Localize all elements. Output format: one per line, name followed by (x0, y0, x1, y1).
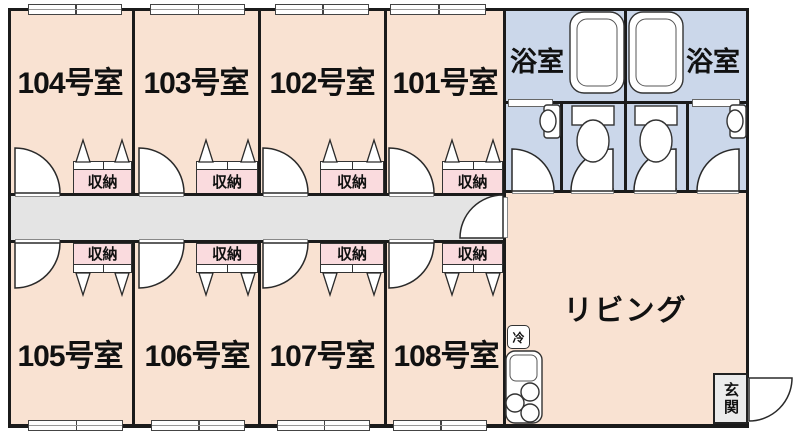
doorway-103 (139, 191, 184, 197)
closet-door-105 (73, 264, 132, 273)
closet-label: 収納 (87, 245, 118, 263)
closet-label: 収納 (211, 245, 242, 263)
room-label-106: 106号室 (144, 340, 250, 373)
doorway-101 (389, 191, 434, 197)
wall-stall3-4 (686, 101, 689, 193)
wall-outer-bottom (8, 424, 749, 428)
wall-outer-top (8, 8, 749, 11)
doorway-stall1 (512, 188, 554, 194)
window-101 (390, 4, 486, 15)
doorway-106 (139, 239, 184, 245)
window-106 (151, 420, 245, 431)
doorway-102 (263, 191, 308, 197)
closet-label: 収納 (336, 245, 367, 263)
doorway-stall4 (697, 188, 739, 194)
doorway-stall2 (571, 188, 614, 194)
wall-corridor-top (8, 193, 506, 196)
window-105 (28, 420, 123, 431)
window-107 (277, 420, 370, 431)
closet-door-106 (196, 264, 258, 273)
wall-107-108 (384, 240, 387, 424)
doorway-stall3 (634, 188, 677, 194)
living-label: リビング (563, 295, 688, 327)
room-label-105: 105号室 (17, 340, 123, 373)
bath-label-left: 浴室 (510, 46, 564, 77)
wall-bath-divider (624, 10, 627, 193)
room-label-108: 108号室 (393, 340, 499, 373)
wall-105-106 (132, 240, 135, 424)
doorway-105 (15, 239, 60, 245)
entrance-label: 玄関 (713, 373, 748, 424)
window-108 (393, 420, 487, 431)
room-label-104: 104号室 (17, 67, 123, 100)
closet-label: 収納 (211, 174, 242, 191)
room-label-102: 102号室 (269, 67, 375, 100)
closet-door-107 (320, 264, 384, 273)
door-arc-entrance (748, 377, 793, 422)
closet-label: 収納 (336, 174, 367, 191)
closet-label: 収納 (457, 174, 488, 191)
corridor (11, 196, 503, 240)
window-104 (28, 4, 122, 15)
bath-left-sliding-door (508, 99, 553, 107)
wall-106-107 (258, 240, 261, 424)
closet-101 (442, 169, 503, 194)
bath-right-sliding-door (692, 99, 740, 107)
doorway-104 (15, 191, 60, 197)
wall-104-103 (132, 10, 135, 196)
wall-103-102 (258, 10, 261, 196)
wall-stall1-2 (560, 101, 563, 193)
doorway-corridor-living (501, 197, 508, 238)
closet-label: 収納 (87, 174, 118, 191)
wall-outer-right (746, 8, 749, 428)
room-label-107: 107号室 (269, 340, 375, 373)
wall-outer-left (8, 8, 11, 428)
room-label-101: 101号室 (392, 67, 498, 100)
wall-102-101 (384, 10, 387, 196)
bath-label-right: 浴室 (686, 46, 740, 77)
room-label-103: 103号室 (143, 67, 249, 100)
window-102 (275, 4, 369, 15)
doorway-107 (263, 239, 308, 245)
window-103 (150, 4, 245, 15)
doorway-108 (389, 239, 434, 245)
refrigerator-icon: 冷 (507, 325, 530, 349)
closet-door-108 (442, 264, 503, 273)
wall-corridor-bottom (8, 240, 506, 243)
closet-label: 収納 (457, 245, 488, 263)
